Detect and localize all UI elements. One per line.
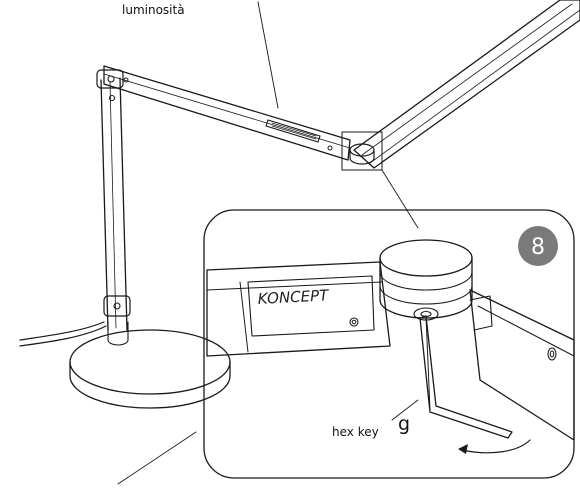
detail-leader-line <box>381 169 419 229</box>
hex-key-leader-line <box>391 399 419 421</box>
lamp-light-head <box>353 0 580 169</box>
joint-highlight-box <box>341 131 383 171</box>
lamp-upper-arm <box>103 65 351 161</box>
detail-panel: 8 KONCEPT <box>203 209 575 479</box>
bottom-leader-line <box>117 431 197 485</box>
step-badge <box>518 226 558 266</box>
hex-key-label: hex key <box>332 425 379 439</box>
joint-knob <box>349 143 375 165</box>
lamp-base <box>69 321 231 409</box>
hex-key-letter: g <box>398 413 410 435</box>
brand-label: KONCEPT <box>257 286 330 308</box>
brightness-leader-line <box>257 1 279 109</box>
rotation-arrow-icon <box>458 439 531 454</box>
power-cable <box>19 321 105 341</box>
hex-key-tool <box>419 315 513 439</box>
step-number: 8 <box>531 235 545 260</box>
brightness-label: luminosità <box>122 3 185 17</box>
lamp-lower-arm <box>96 69 131 331</box>
